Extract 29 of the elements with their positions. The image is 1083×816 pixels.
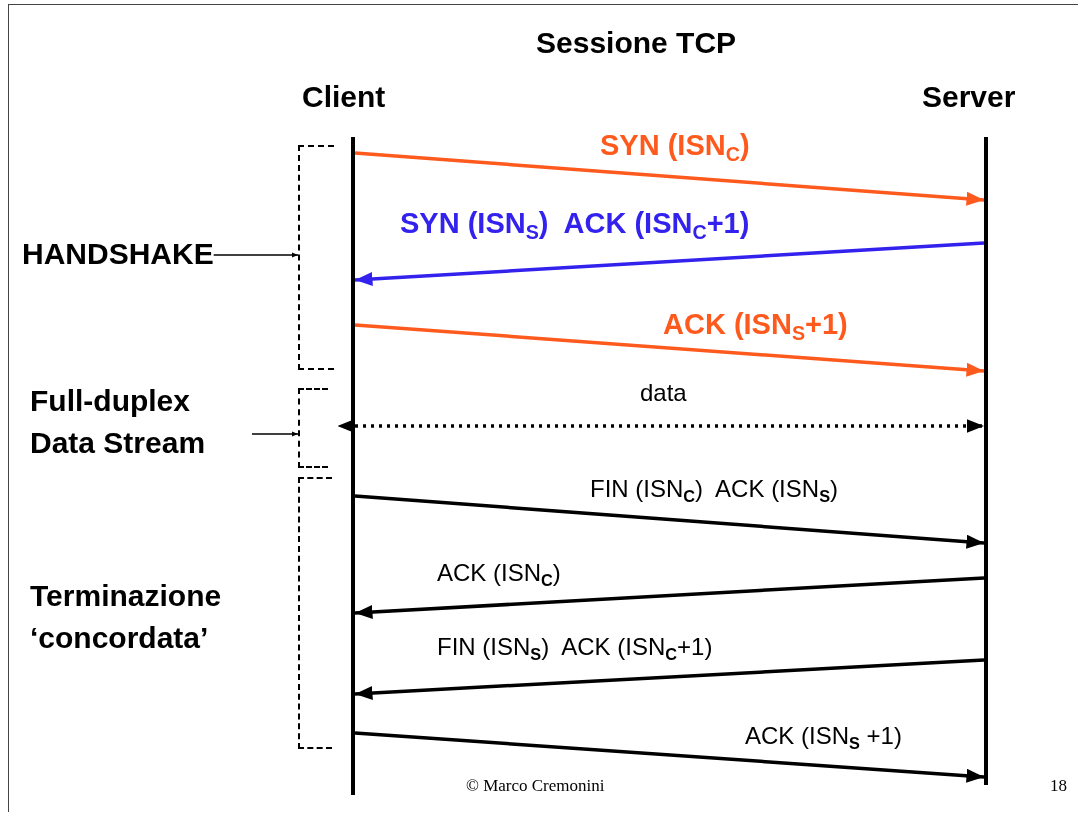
dashed-bracket xyxy=(298,145,334,370)
message-label: SYN (ISN$_{C}$) xyxy=(600,130,750,166)
phase-label: Terminazione ‘concordata’ xyxy=(30,575,270,659)
message-label: ACK (ISN$_{C}$) xyxy=(437,560,561,590)
dashed-bracket xyxy=(298,477,332,749)
message-label: FIN (ISN$_{C}$) ACK (ISN$_{S}$) xyxy=(590,476,839,506)
diagram-title: Sessione TCP xyxy=(536,26,737,60)
message-arrow xyxy=(354,241,985,286)
copyright-note: © Marco Cremonini xyxy=(466,776,605,796)
message-arrow xyxy=(354,658,985,701)
participant-label: Client xyxy=(302,80,386,114)
message-arrow xyxy=(354,151,985,206)
message-arrow xyxy=(337,419,984,433)
message-label: ACK (ISN$_{S}$+1) xyxy=(663,309,848,345)
message-arrow xyxy=(354,494,985,549)
message-arrow xyxy=(354,731,985,783)
participant-label: Server xyxy=(922,80,1016,114)
page-number: 18 xyxy=(1050,776,1067,796)
dashed-bracket xyxy=(298,388,328,468)
message-arrow xyxy=(354,323,985,377)
phase-label: Full-duplex Data Stream xyxy=(30,380,252,464)
phase-label: HANDSHAKE xyxy=(22,233,214,275)
message-label: FIN (ISN$_{S}$) ACK (ISN$_{C}$+1) xyxy=(437,634,713,664)
message-label: data xyxy=(640,380,687,407)
leader-line xyxy=(251,431,299,437)
leader-line xyxy=(213,252,299,258)
message-label: SYN (ISN$_{S}$) ACK (ISN$_{C}$+1) xyxy=(400,208,750,244)
message-arrow xyxy=(354,576,985,619)
message-label: ACK (ISN$_{S}$ +1) xyxy=(745,723,902,753)
